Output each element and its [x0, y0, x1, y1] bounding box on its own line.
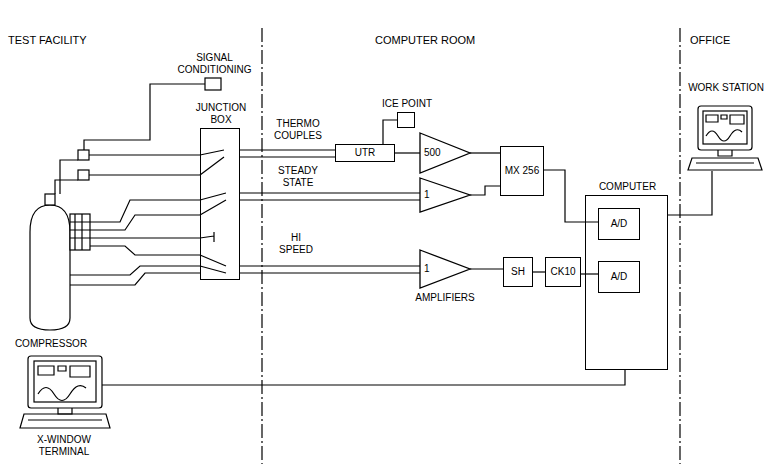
- signal-wire: [240, 192, 420, 193]
- signal-wire: [470, 186, 500, 195]
- sample-hold-box: SH: [503, 257, 533, 287]
- signal-wire: [240, 149, 335, 150]
- signal-wire: [581, 273, 598, 274]
- amplifier: 1: [420, 178, 470, 212]
- terminal-keyboard: [20, 414, 110, 428]
- box-text: UTR: [355, 147, 376, 159]
- wire: [70, 266, 200, 275]
- wire: [90, 200, 200, 222]
- signal-wire: [544, 170, 598, 222]
- box-heading: ICE POINT: [382, 98, 432, 110]
- compressor-manifold: [70, 214, 90, 250]
- workstation-screen: [703, 111, 747, 144]
- wire: [90, 215, 200, 230]
- wire: [70, 273, 200, 285]
- section-divider: [261, 28, 262, 464]
- clock-box: CK10: [545, 257, 581, 287]
- signal-wire: [470, 152, 500, 153]
- compressor-tank: [30, 205, 70, 330]
- signal-wire: [395, 152, 420, 153]
- ice-point-box: ICE POINT: [397, 112, 415, 128]
- sensor-pipe: [55, 160, 78, 194]
- workstation-stand: [718, 150, 732, 156]
- workstation-monitor: [698, 106, 752, 150]
- wire: [240, 199, 420, 200]
- wire: [90, 246, 200, 255]
- component-label: AMPLIFIERS: [400, 292, 490, 304]
- compressor-valve: [45, 194, 55, 205]
- signal-wire: [383, 120, 397, 144]
- box-heading: COMPUTER: [583, 181, 673, 193]
- box-text: CK10: [550, 266, 575, 278]
- signal-conditioning-box: [205, 78, 221, 90]
- gain-value: 1: [424, 263, 430, 275]
- wire: [89, 154, 200, 155]
- terminal-stand: [58, 408, 72, 414]
- multiplexer-box: MX 256: [500, 146, 544, 196]
- box-heading: JUNCTION BOX: [191, 102, 251, 126]
- junction-wiring: [200, 150, 226, 273]
- converter-box: A/D: [598, 261, 640, 293]
- amplifier: 500: [420, 133, 470, 173]
- component-label: X-WINDOW TERMINAL: [14, 434, 114, 458]
- workstation-keyboard: [688, 158, 762, 170]
- box-text: MX 256: [505, 165, 539, 177]
- box-text: SH: [511, 266, 525, 278]
- computer-box: COMPUTERA/DA/D: [585, 195, 668, 370]
- box-text: A/D: [611, 218, 628, 230]
- wire: [240, 156, 335, 157]
- amplifier: 1: [420, 250, 470, 288]
- wire: [84, 84, 205, 150]
- signal-wire: [470, 268, 503, 269]
- wire: [668, 171, 712, 215]
- section-title: OFFICE: [690, 34, 770, 47]
- signal-wire: [533, 271, 545, 272]
- manifold-lines: [70, 214, 90, 250]
- screen-graphics: [706, 115, 744, 141]
- wire: [102, 370, 625, 385]
- signal-label: HI SPEED: [274, 232, 318, 256]
- component-label: COMPRESSOR: [6, 338, 96, 350]
- utr-box: UTR: [335, 144, 395, 162]
- component-label: SIGNAL CONDITIONING: [172, 52, 257, 76]
- section-title: COMPUTER ROOM: [375, 34, 515, 47]
- gain-value: 500: [424, 147, 441, 159]
- sensor: [78, 170, 89, 180]
- section-divider: [679, 28, 680, 464]
- gain-value: 1: [424, 189, 430, 201]
- terminal-monitor: [28, 356, 102, 408]
- junction-box: JUNCTION BOX: [200, 128, 240, 280]
- section-title: TEST FACILITY: [8, 34, 128, 47]
- wire: [240, 272, 420, 273]
- signal-label: THERMO COUPLES: [268, 118, 328, 142]
- terminal-screen: [34, 361, 96, 402]
- signal-wire: [240, 265, 420, 266]
- component-label: WORK STATION: [688, 82, 764, 94]
- wire: [89, 174, 200, 175]
- converter-box: A/D: [598, 208, 640, 240]
- sensor: [78, 150, 89, 160]
- screen-graphics: [38, 366, 90, 401]
- wire: [90, 237, 200, 238]
- signal-label: STEADY STATE: [268, 165, 328, 189]
- box-text: A/D: [611, 271, 628, 283]
